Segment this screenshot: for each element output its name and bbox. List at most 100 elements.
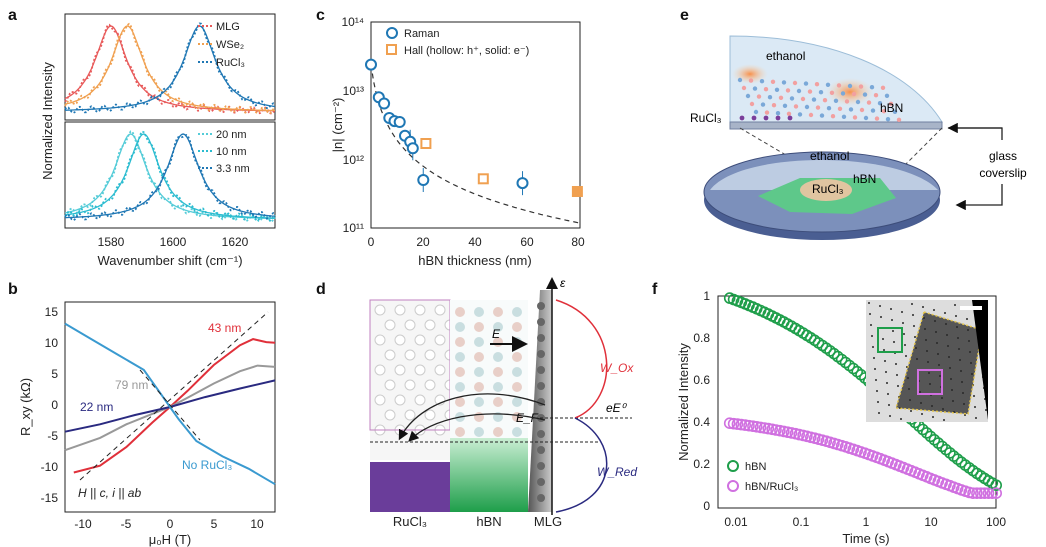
zoom-atom [760, 102, 766, 107]
e-label-coverslip: coverslip [979, 166, 1027, 180]
panel-f-inset [866, 300, 988, 422]
hbn-rucl3-point [971, 487, 983, 500]
inset-speckle [901, 311, 903, 313]
hbn-atom [512, 322, 522, 332]
hbn-atom [474, 352, 484, 362]
hall-curve-No RuCl₃ [64, 322, 276, 486]
raman-data-3.3 nm [64, 133, 276, 222]
hbn-atom [455, 382, 465, 392]
inset-speckle [875, 379, 877, 381]
panel-b-ytick: -15 [41, 491, 59, 505]
inset-speckle [893, 341, 895, 343]
zoom-rucl3-atom [739, 115, 745, 121]
rucl3-atom [404, 409, 416, 421]
d-label-mlg: MLG [534, 514, 562, 529]
zoom-rucl3-atom [751, 115, 757, 121]
panel-e-label: e [680, 7, 689, 24]
inset-scalebar [960, 306, 982, 310]
zoom-atom [855, 99, 861, 105]
inset-speckle [910, 410, 912, 412]
zoom-atom [822, 98, 828, 103]
panel-b-xticks: -10 -5 0 5 10 [74, 517, 264, 531]
panel-c-marks [365, 58, 583, 224]
rucl3-atom [404, 319, 416, 331]
panel-b-yticks: 15 10 5 0 -5 -10 -15 [41, 305, 59, 505]
legend-20nm: 20 nm [216, 129, 247, 141]
d-label-hbn: hBN [476, 514, 501, 529]
raman-point [393, 116, 406, 128]
zoom-atom [818, 90, 824, 95]
inset-speckle [889, 415, 891, 417]
zoom-atom [741, 85, 747, 91]
zoom-atom [749, 101, 755, 107]
zoom-atom [851, 91, 857, 97]
transfer-arrow-2 [408, 413, 546, 442]
w-ox-curve [555, 299, 608, 419]
ef-label: E_F [516, 411, 539, 425]
hbn-atom [474, 337, 484, 347]
hall-curve-79 nm [64, 364, 276, 452]
raman-point [417, 174, 430, 186]
legend-wse2: WSe₂ [216, 39, 244, 51]
inset-speckle [874, 368, 876, 370]
zoom-atom [775, 111, 781, 116]
panel-f-xtick: 100 [986, 515, 1006, 529]
hbn-rucl3-point [781, 426, 794, 439]
zoom-atom [756, 94, 762, 99]
panel-c-ytick: 10¹⁴ [342, 15, 365, 29]
e-label-ethanol-bottom: ethanol [810, 149, 849, 163]
zoom-rucl3-atom [775, 115, 781, 121]
inset-speckle [966, 318, 968, 320]
hbn-rucl3-point [762, 422, 775, 435]
inset-speckle [954, 304, 956, 306]
zoom-atom [792, 80, 798, 86]
hbn-rucl3-point [978, 487, 991, 500]
zoom-rucl3-atom [763, 115, 769, 121]
w-red-label: W_Red [597, 465, 637, 479]
rucl3-atom [434, 334, 446, 346]
inset-speckle [913, 325, 915, 327]
legend-raman: Raman [404, 28, 439, 40]
panel-c-yticks: 10¹⁴ 10¹³ 10¹² 10¹¹ [342, 15, 365, 235]
inset-speckle [887, 393, 889, 395]
panel-a-xtick: 1600 [160, 235, 187, 249]
hbn-atom [455, 367, 465, 377]
e-label-rucl3-bottom: RuCl₃ [812, 182, 844, 196]
hbn-atom [474, 427, 484, 437]
zoom-atom [789, 96, 795, 101]
inset-speckle [905, 355, 907, 357]
inset-speckle [904, 344, 906, 346]
zoom-atom [771, 103, 777, 108]
zoom-atom [785, 88, 791, 93]
mlg-atom [537, 478, 545, 486]
hbn-atom [493, 307, 503, 317]
zoom-atom [869, 85, 875, 90]
inset-speckle [869, 313, 871, 315]
zoom-atom [815, 105, 821, 110]
zoom-atom [753, 109, 759, 115]
panel-f-ytick: 0 [703, 499, 710, 513]
rucl3-atom [434, 364, 446, 376]
zoom-atom [752, 86, 758, 91]
inset-speckle [955, 315, 957, 317]
zoom-atom [885, 117, 891, 122]
zoom-atom [892, 109, 898, 115]
hbn-atom [474, 307, 484, 317]
label-22nm: 22 nm [80, 400, 113, 414]
hbn-atom [474, 397, 484, 407]
hbn-atom [512, 352, 522, 362]
panel-b-xtick: -10 [74, 517, 92, 531]
panel-e: e ethanol hBN RuCl₃ ethanol RuCl₃ hBN gl… [680, 7, 1034, 240]
hbn-rucl3-point [990, 487, 1003, 500]
hbn-atom [493, 352, 503, 362]
inset-speckle [974, 406, 976, 408]
rucl3-atom [414, 394, 426, 406]
hbn-rucl3-point [758, 422, 771, 434]
hbn-atom [512, 307, 522, 317]
panel-c-ytick: 10¹² [343, 153, 364, 167]
inset-speckle [885, 371, 887, 373]
inset-speckle [912, 314, 914, 316]
raman-data-20 nm [64, 130, 276, 223]
zoom-atom [782, 103, 788, 109]
hbn-rucl3-point [974, 487, 987, 500]
